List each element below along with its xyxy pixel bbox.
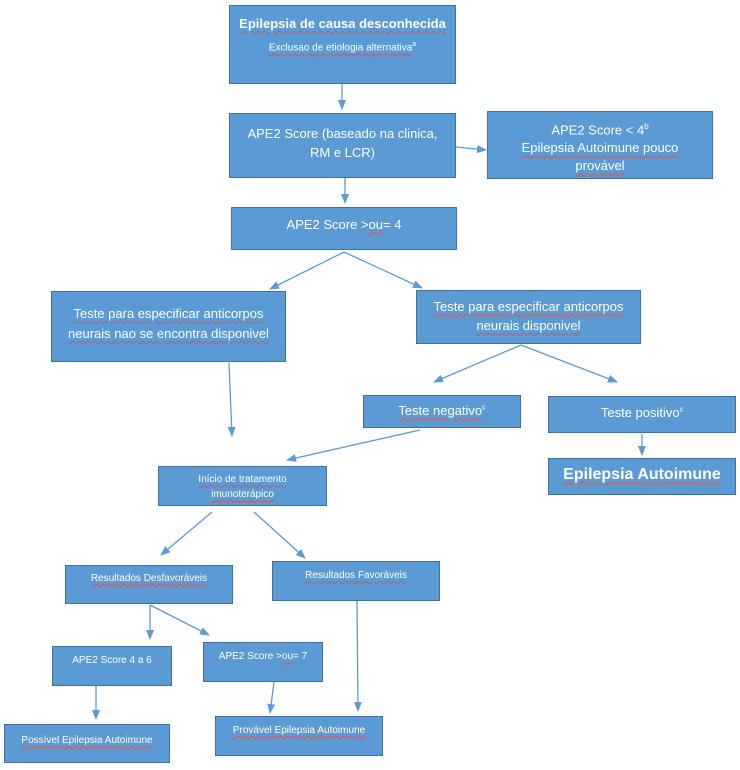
autoimmune-label: Epilepsia Autoimune (563, 466, 721, 483)
test-available-line1: Teste para especificar anticorpos (433, 299, 624, 314)
ape2-high-label: APE2 Score >ou= 4 (286, 217, 402, 232)
test-negative-box: Teste negativoc (363, 395, 521, 428)
score-7-box: APE2 Score >ou= 7 (203, 642, 323, 682)
start-subtitle: Exclusao de etiologia alternativaa (268, 41, 417, 54)
arrow-available-to-negative (433, 344, 522, 383)
arrow-score-to-low (455, 145, 487, 154)
test-unavailable-line1: Teste para especificar anticorpos (73, 306, 264, 321)
unfavorable-box: Resultados Desfavoráveis (65, 565, 233, 604)
ape2-low-line1: APE2 Score < 4b (551, 122, 649, 138)
autoimmune-box: Epilepsia Autoimune (548, 458, 736, 495)
test-available-line2: neurais disponivel (476, 318, 581, 333)
treatment-line1: Início de tratamento (198, 474, 287, 485)
arrow-high-to-unavailable (269, 251, 345, 290)
probable-label: Provável Epilepsia Autoimune (232, 725, 366, 736)
test-unavailable-line2: neurais nao se encontra disponivel (68, 326, 269, 341)
favorable-box: Resultados Favoráveis (272, 561, 440, 601)
ape2-low-line2: Epilepsia Autoimune pouco (521, 140, 679, 156)
arrow-treatment-to-favorable (253, 511, 306, 559)
ape2-low-box: APE2 Score < 4b Epilepsia Autoimune pouc… (487, 111, 713, 179)
unfavorable-label: Resultados Desfavoráveis (90, 573, 208, 584)
ape2-score-line1: APE2 Score (baseado na clinica, (247, 126, 438, 141)
test-positive-label: Teste positivoc (600, 405, 684, 420)
treatment-box: Início de tratamento imunoterápico (158, 466, 327, 506)
start-box: Epilepsia de causa desconhecida Exclusao… (229, 5, 456, 84)
possible-label: Possível Epilepsia Autoimune (21, 735, 153, 746)
arrow-favorable-to-probable (353, 600, 362, 712)
arrow-unfavorable-to-7 (149, 604, 210, 636)
score-4-6-box: APE2 Score 4 a 6 (52, 646, 172, 686)
favorable-label: Resultados Favoráveis (305, 570, 407, 581)
arrow-unavailable-to-treatment (227, 362, 236, 437)
arrow-high-to-available (343, 251, 423, 289)
ape2-high-box: APE2 Score >ou= 4 (231, 207, 457, 250)
arrow-negative-to-treatment (286, 429, 421, 462)
test-unavailable-box: Teste para especificar anticorpos neurai… (51, 291, 286, 362)
score-7-label: APE2 Score >ou= 7 (218, 651, 308, 662)
ape2-score-line2: RM e LCR) (309, 145, 375, 160)
score-4-6-label: APE2 Score 4 a 6 (72, 655, 152, 666)
test-available-box: Teste para especificar anticorpos neurai… (416, 290, 641, 344)
test-positive-box: Teste positivoc (548, 396, 736, 433)
test-negative-label: Teste negativoc (398, 403, 486, 418)
arrow-treatment-to-unfavorable (160, 511, 213, 556)
probable-box: Provável Epilepsia Autoimune (215, 716, 383, 756)
arrow-7-to-probable (267, 681, 276, 714)
ape2-score-box: APE2 Score (baseado na clinica, RM e LCR… (229, 113, 456, 178)
arrow-available-to-positive (520, 344, 618, 383)
possible-box: Possível Epilepsia Autoimune (4, 724, 170, 763)
ape2-low-line3: provável (575, 158, 625, 174)
start-title: Epilepsia de causa desconhecida (239, 16, 446, 31)
treatment-line2: imunoterápico (211, 489, 274, 500)
